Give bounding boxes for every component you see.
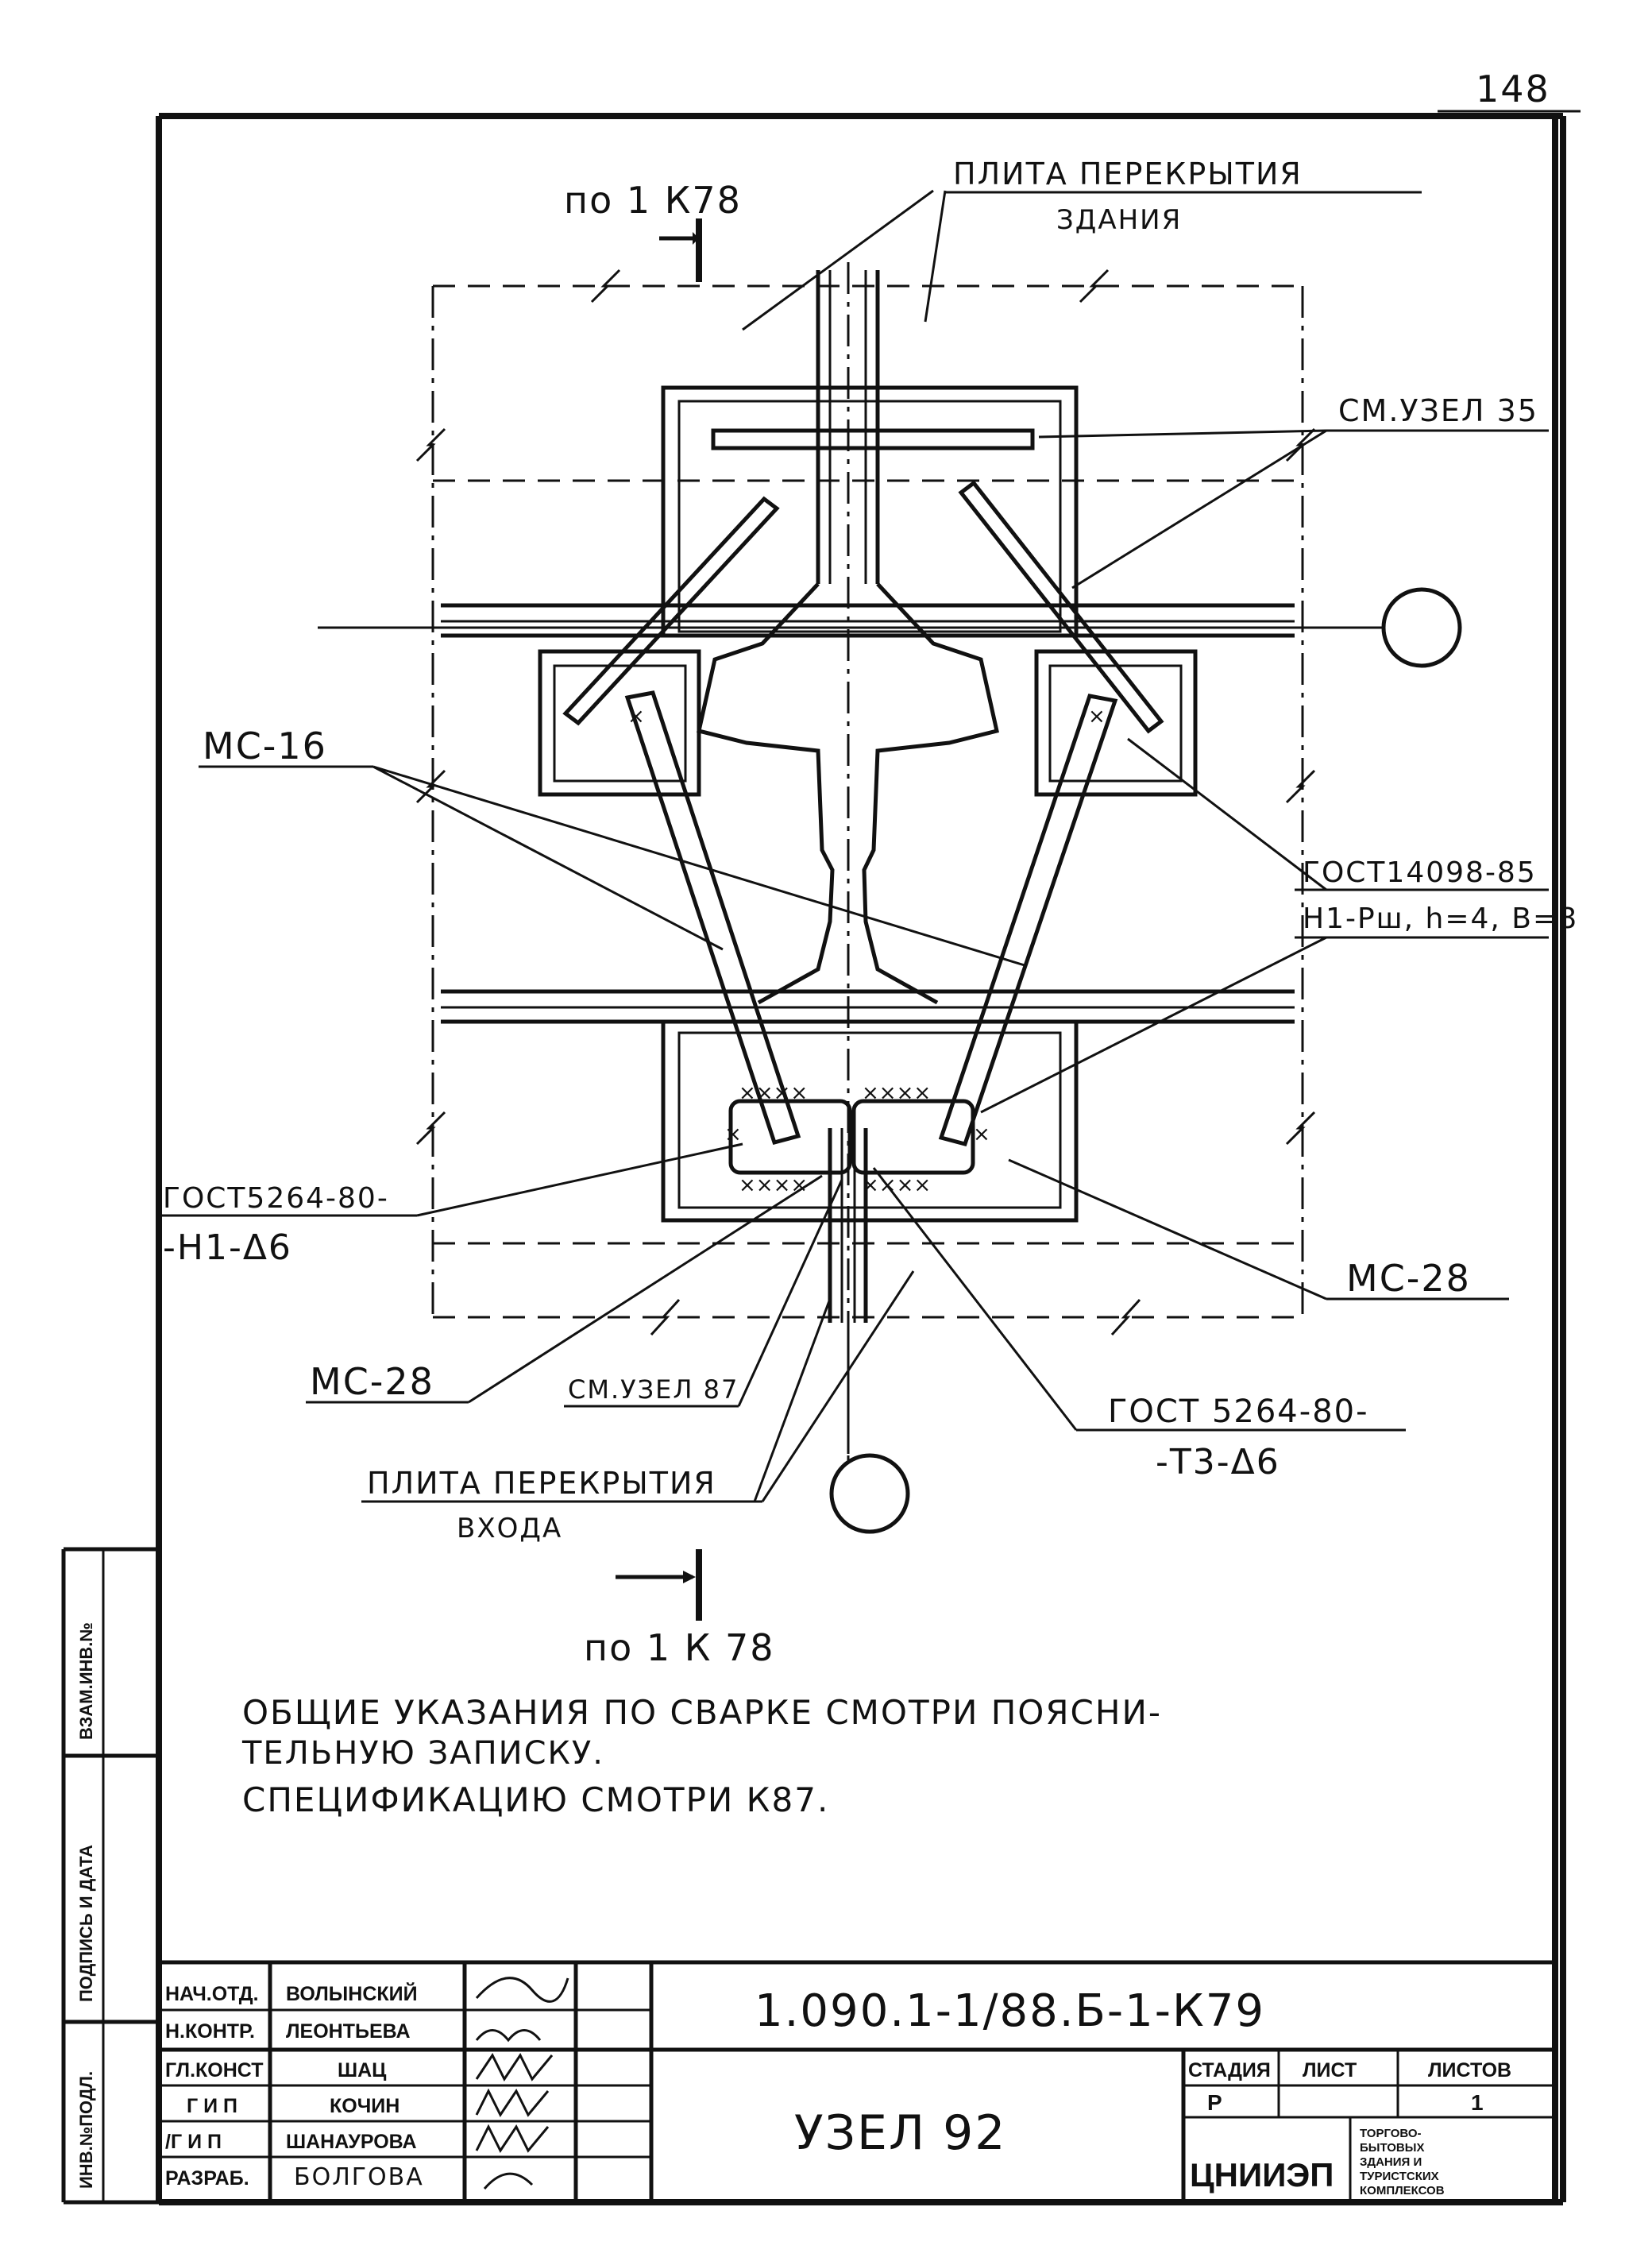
tb-stage-value: Р (1207, 2090, 1222, 2115)
side-label-replace-inv: ВЗАМ.ИНВ.№ (76, 1622, 96, 1740)
tb-role-3: ГЛ.КОНСТ (165, 2059, 264, 2081)
svg-text:×: × (1088, 705, 1106, 729)
callout-gost5264-right-1: ГОСТ 5264-80- (1108, 1393, 1369, 1430)
side-label-sign-date: ПОДПИСЬ И ДАТА (76, 1845, 96, 2002)
tb-org-sub-1: ТОРГОВО- (1360, 2127, 1422, 2140)
tb-role-2: Н.КОНТР. (165, 2020, 255, 2043)
svg-text:×: × (973, 1123, 990, 1146)
tb-sheets-value: 1 (1471, 2090, 1484, 2115)
drawing-frame (156, 113, 1566, 2205)
tb-sheets-label: ЛИСТОВ (1428, 2059, 1511, 2081)
tb-name-3: ШАЦ (338, 2059, 387, 2081)
note-line-3: СПЕЦИФИКАЦИЮ СМОТРИ К87. (242, 1780, 829, 1819)
tb-sheet-label: ЛИСТ (1303, 2059, 1357, 2081)
callout-see-node-87: СМ.УЗЕЛ 87 (568, 1374, 739, 1405)
tb-org-sub-5: КОМПЛЕКСОВ (1360, 2184, 1445, 2197)
callout-mc28-left: МС-28 (310, 1360, 434, 1403)
node-drawing: ×××× ×××× ×××× ×××× × × × × (318, 189, 1462, 1621)
tb-name-6: БОЛГОВА (294, 2163, 424, 2191)
svg-text:×: × (627, 705, 645, 729)
svg-text:××××: ×××× (862, 1081, 931, 1105)
callout-gost5264-right-2: -Т3-Δ6 (1156, 1442, 1280, 1482)
drawing-code: 1.090.1-1/88.Б-1-К79 (755, 1985, 1265, 2037)
tb-role-4: Г И П (187, 2095, 237, 2117)
section-mark-top: по 1 К78 (564, 179, 742, 222)
svg-text:××××: ×××× (739, 1081, 808, 1105)
tb-org: ЦНИИЭП (1190, 2156, 1334, 2193)
tb-name-1: ВОЛЫНСКИЙ (286, 1981, 418, 2005)
drawing-title: УЗЕЛ 92 (794, 2105, 1006, 2161)
callout-gost14098-2: Н1-Рш, h=4, В=8 (1303, 903, 1578, 935)
tb-name-4: КОЧИН (330, 2095, 399, 2117)
tb-name-5: ШАНАУРОВА (286, 2131, 417, 2153)
tb-name-2: ЛЕОНТЬЕВА (286, 2020, 411, 2043)
callout-mc16: МС-16 (203, 725, 327, 767)
svg-text:×: × (724, 1123, 742, 1146)
tb-org-sub-3: ЗДАНИЯ И (1360, 2155, 1422, 2169)
title-block-grid (159, 1960, 1555, 2202)
callout-gost5264-left-1: ГОСТ5264-80- (163, 1182, 389, 1215)
callout-slab-entrance-1: ПЛИТА ПЕРЕКРЫТИЯ (367, 1466, 716, 1501)
tb-role-6: РАЗРАБ. (165, 2167, 249, 2190)
callout-gost14098-1: ГОСТ14098-85 (1303, 856, 1537, 889)
callout-gost5264-left-2: -Н1-Δ6 (163, 1227, 292, 1268)
side-label-inv-orig: ИНВ.№ПОДЛ. (76, 2071, 96, 2189)
tb-stage-label: СТАДИЯ (1188, 2059, 1271, 2081)
note-line-2: ТЕЛЬНУЮ ЗАПИСКУ. (241, 1735, 604, 1772)
tb-role-5: /Г И П (165, 2131, 222, 2153)
tb-org-sub-4: ТУРИСТСКИХ (1360, 2170, 1439, 2183)
callout-slab-entrance-2: ВХОДА (457, 1513, 562, 1544)
callout-slab-building-2: ЗДАНИЯ (1056, 204, 1182, 236)
signatures (475, 1977, 569, 2190)
svg-text:××××: ×××× (862, 1173, 931, 1197)
side-strip (61, 1547, 159, 2205)
tb-role-1: НАЧ.ОТД. (165, 1983, 259, 2005)
tb-org-sub-2: БЫТОВЫХ (1360, 2141, 1424, 2155)
callout-see-node-35: СМ.УЗЕЛ 35 (1338, 393, 1538, 428)
callout-mc28-right: МС-28 (1346, 1257, 1471, 1300)
svg-text:××××: ×××× (739, 1173, 808, 1197)
section-mark-bottom: по 1 К 78 (584, 1626, 775, 1669)
note-line-1: ОБЩИЕ УКАЗАНИЯ ПО СВАРКЕ СМОТРИ ПОЯСНИ- (242, 1693, 1162, 1732)
callout-slab-building-1: ПЛИТА ПЕРЕКРЫТИЯ (953, 157, 1303, 191)
page-number: 148 (1476, 68, 1550, 110)
